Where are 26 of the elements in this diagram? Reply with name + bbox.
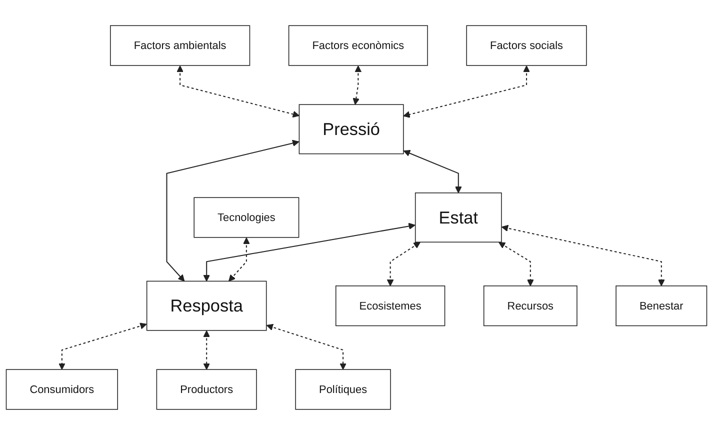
node-box: Factors econòmics <box>288 25 428 66</box>
node-box: Benestar <box>616 286 708 326</box>
node-box: Factors ambientals <box>110 25 250 66</box>
arrow <box>266 324 346 370</box>
node-box: Consumidors <box>6 369 118 410</box>
node-box: Estat <box>414 192 502 242</box>
node-box: Pressió <box>298 104 404 154</box>
arrow <box>501 224 665 286</box>
arrow <box>498 242 534 286</box>
node-box: Recursos <box>483 286 578 326</box>
arrow <box>203 330 210 370</box>
arrow <box>176 66 300 118</box>
arrow <box>228 237 250 282</box>
node-box: Ecosistemes <box>335 286 446 326</box>
node-box: Resposta <box>146 280 267 331</box>
arrow <box>58 322 147 370</box>
arrow <box>403 150 462 194</box>
node-box: Factors socials <box>466 25 587 66</box>
arrow <box>403 66 530 118</box>
node-box: Polítiques <box>295 369 391 410</box>
node-box: Productors <box>156 369 257 410</box>
arrow <box>352 66 362 105</box>
arrow <box>386 242 420 286</box>
node-box: Tecnologies <box>194 197 300 238</box>
arrow <box>166 140 300 282</box>
arrow <box>203 222 416 282</box>
